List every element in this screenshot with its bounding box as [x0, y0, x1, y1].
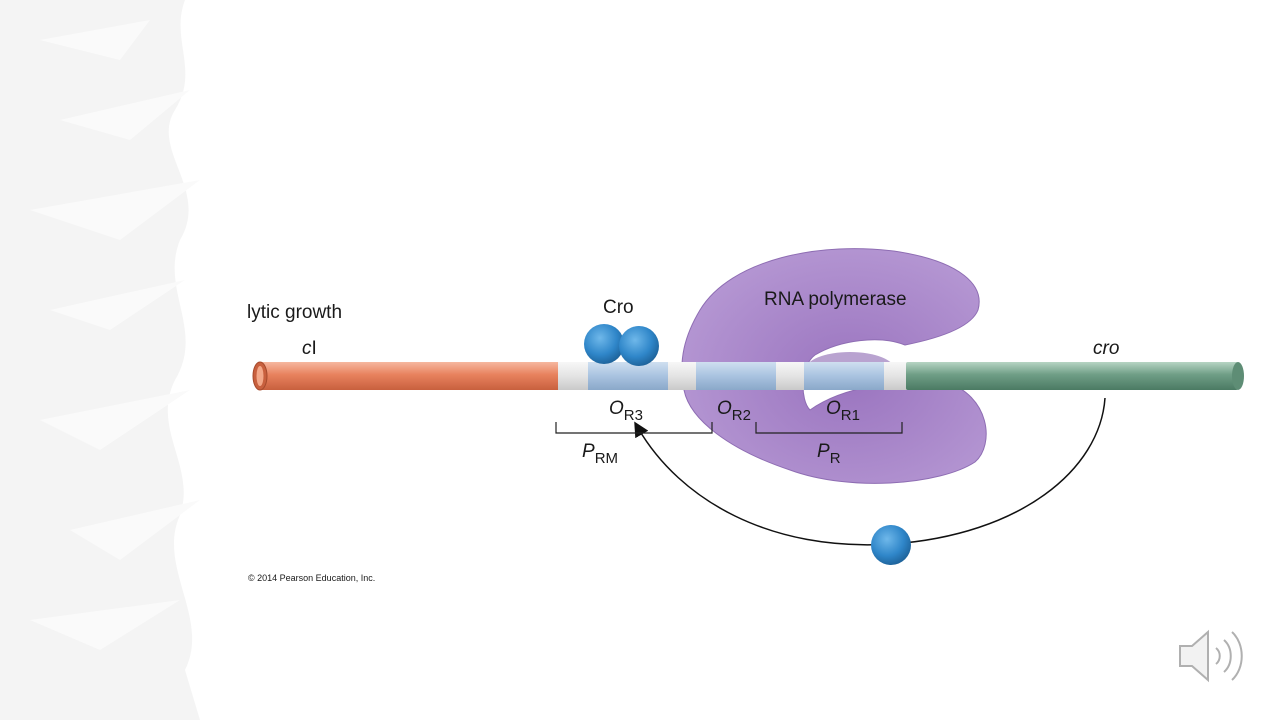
copyright-credit: © 2014 Pearson Education, Inc. — [248, 573, 375, 583]
dna-ci-segment — [258, 362, 562, 390]
speaker-icon[interactable] — [1179, 629, 1243, 683]
pr-bracket — [755, 422, 903, 434]
rna-polymerase-label: RNA polymerase — [764, 289, 907, 310]
promoter-pr-label: PR — [817, 441, 841, 467]
dna-cro-segment — [906, 362, 1238, 390]
prm-bracket — [555, 422, 713, 434]
dna-operator-region — [558, 362, 908, 390]
rna-polymerase-shape — [681, 248, 987, 484]
cro-gene-label: cro — [1093, 338, 1119, 359]
background-brush — [0, 0, 200, 720]
lytic-growth-label: lytic growth — [247, 302, 342, 323]
cro-protein-label: Cro — [603, 297, 634, 318]
operator-or3-label: OR3 — [609, 398, 643, 424]
cro-monomer — [871, 525, 911, 565]
operator-or1-label: OR1 — [826, 398, 860, 424]
promoter-prm-label: PRM — [582, 441, 618, 467]
cro-dimer — [584, 324, 659, 366]
operator-or2-label: OR2 — [717, 398, 751, 424]
ci-gene-label: cI — [302, 338, 317, 359]
